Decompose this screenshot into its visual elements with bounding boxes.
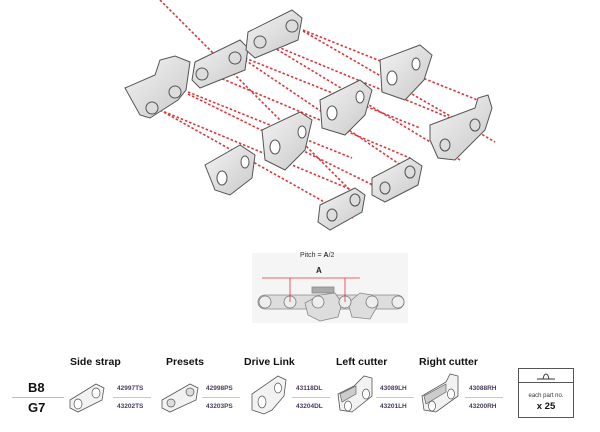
presets-icon — [161, 383, 199, 413]
part-number: 42998PS — [206, 385, 233, 392]
drive-link-1 — [204, 144, 256, 196]
part-number: 43118DL — [296, 385, 323, 392]
part-separator — [292, 397, 330, 398]
part-number: 43089LH — [380, 385, 407, 392]
header-right-cutter: Right cutter — [419, 356, 478, 368]
hang-tab — [519, 369, 573, 383]
pitch-dimension-label: A — [316, 266, 322, 275]
part-number: 43088RH — [469, 385, 497, 392]
pitch-diagram — [252, 253, 408, 323]
right-cutter-icon — [421, 373, 459, 413]
drive-link-icon — [251, 375, 287, 415]
part-separator — [376, 397, 414, 398]
front-right-cutter — [429, 94, 493, 161]
pack-quantity-box: each part no. x 25 — [518, 368, 574, 418]
header-left-cutter: Left cutter — [336, 356, 388, 368]
grade-b8: B8 — [28, 380, 45, 395]
header-side-strap: Side strap — [70, 356, 121, 368]
guide-line — [159, 109, 353, 191]
side-strap-icon — [69, 383, 105, 413]
pack-label: each part no. — [528, 393, 564, 399]
back-left-cutter — [124, 55, 191, 119]
grade-separator — [12, 397, 64, 398]
header-presets: Presets — [166, 356, 204, 368]
back-side-strap — [245, 9, 303, 59]
grade-g7: G7 — [28, 400, 46, 415]
part-separator — [202, 397, 240, 398]
pack-quantity: x 25 — [536, 401, 556, 412]
part-separator — [465, 397, 503, 398]
part-number: 43202TS — [117, 403, 144, 410]
left-cutter-icon — [337, 375, 373, 413]
part-number: 43201LH — [380, 403, 407, 410]
part-number: 43200RH — [469, 403, 497, 410]
drive-link-4 — [379, 44, 433, 101]
part-number: 42997TS — [117, 385, 144, 392]
guide-line — [187, 91, 353, 159]
back-preset — [191, 39, 249, 89]
hang-hole-icon — [537, 373, 555, 380]
header-drive-link: Drive Link — [244, 356, 295, 368]
pitch-formula: Pitch = A/2 — [300, 252, 335, 259]
guide-line — [217, 76, 411, 159]
part-number: 43203PS — [206, 403, 233, 410]
part-separator — [113, 397, 151, 398]
front-side-strap — [317, 187, 366, 231]
exploded-chain-view — [124, 0, 496, 231]
guide-line — [159, 109, 354, 219]
part-number: 43204DL — [296, 403, 323, 410]
drive-link-3 — [319, 79, 373, 136]
pitch-dimension-line — [262, 277, 360, 302]
drive-link-2 — [261, 111, 313, 171]
front-preset — [371, 157, 423, 203]
